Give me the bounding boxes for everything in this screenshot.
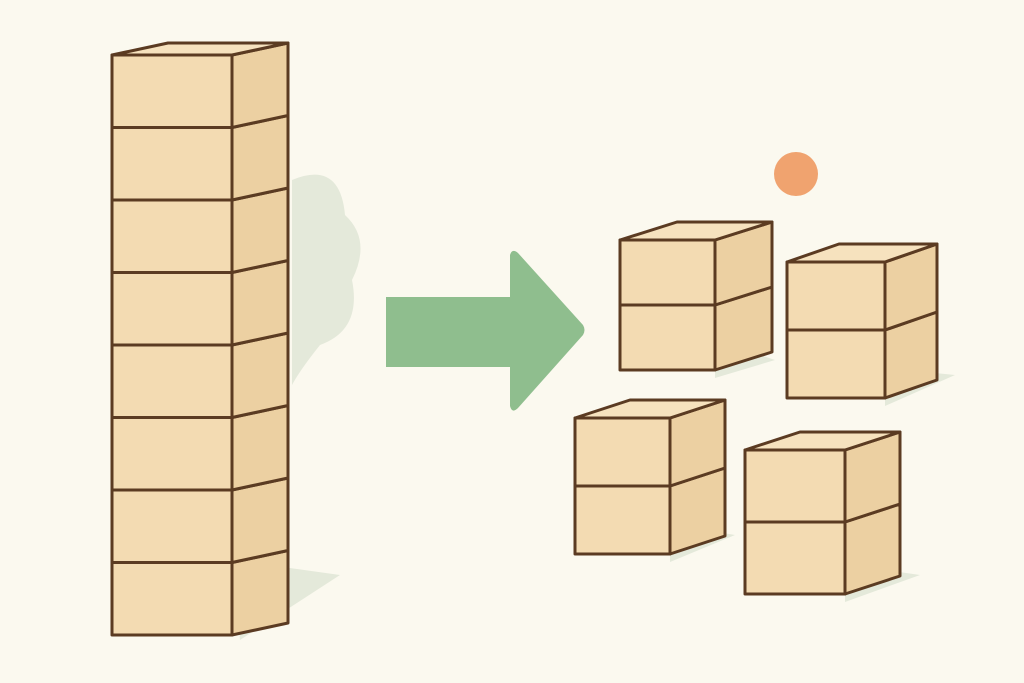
block-side — [230, 186, 290, 274]
block-front — [110, 488, 234, 564]
block-top — [743, 430, 902, 452]
block — [110, 404, 290, 492]
small-block-stacks — [573, 220, 939, 596]
block-front — [785, 328, 887, 400]
block — [743, 502, 902, 596]
small-stack-bottom-left — [573, 398, 727, 556]
block-front — [785, 260, 887, 332]
block-side — [230, 41, 290, 129]
block-front — [110, 53, 234, 129]
block-top — [785, 242, 939, 264]
block-front — [110, 126, 234, 202]
block-front — [110, 343, 234, 419]
tall-stack — [110, 41, 290, 637]
block-front — [743, 520, 847, 596]
block-front — [110, 271, 234, 347]
small-stack-top-left — [618, 220, 774, 372]
block-side — [230, 549, 290, 637]
block-side — [230, 476, 290, 564]
right-arrow-icon — [386, 250, 585, 411]
block-front — [618, 303, 717, 372]
block-side — [230, 259, 290, 347]
block — [785, 310, 939, 400]
block-top — [573, 398, 727, 420]
small-stack-top-right — [785, 242, 939, 400]
tall-stack-shadow — [292, 174, 361, 385]
block — [618, 220, 774, 307]
block — [110, 186, 290, 274]
block-side — [230, 114, 290, 202]
block — [573, 466, 727, 556]
block — [743, 430, 902, 524]
block — [110, 549, 290, 637]
block — [573, 398, 727, 488]
block — [110, 259, 290, 347]
tall-block-stack — [110, 41, 290, 637]
block — [785, 242, 939, 332]
block-front — [743, 448, 847, 524]
block-front — [110, 198, 234, 274]
block-side — [230, 331, 290, 419]
block-front — [573, 416, 672, 488]
block-side — [230, 404, 290, 492]
block-top — [618, 220, 774, 242]
block-top — [110, 41, 290, 57]
block — [110, 41, 290, 129]
block-front — [110, 416, 234, 492]
block-front — [573, 484, 672, 556]
orange-dot — [774, 152, 818, 196]
block-front — [618, 238, 717, 307]
small-stack-bottom-right — [743, 430, 902, 596]
block-front — [110, 561, 234, 637]
